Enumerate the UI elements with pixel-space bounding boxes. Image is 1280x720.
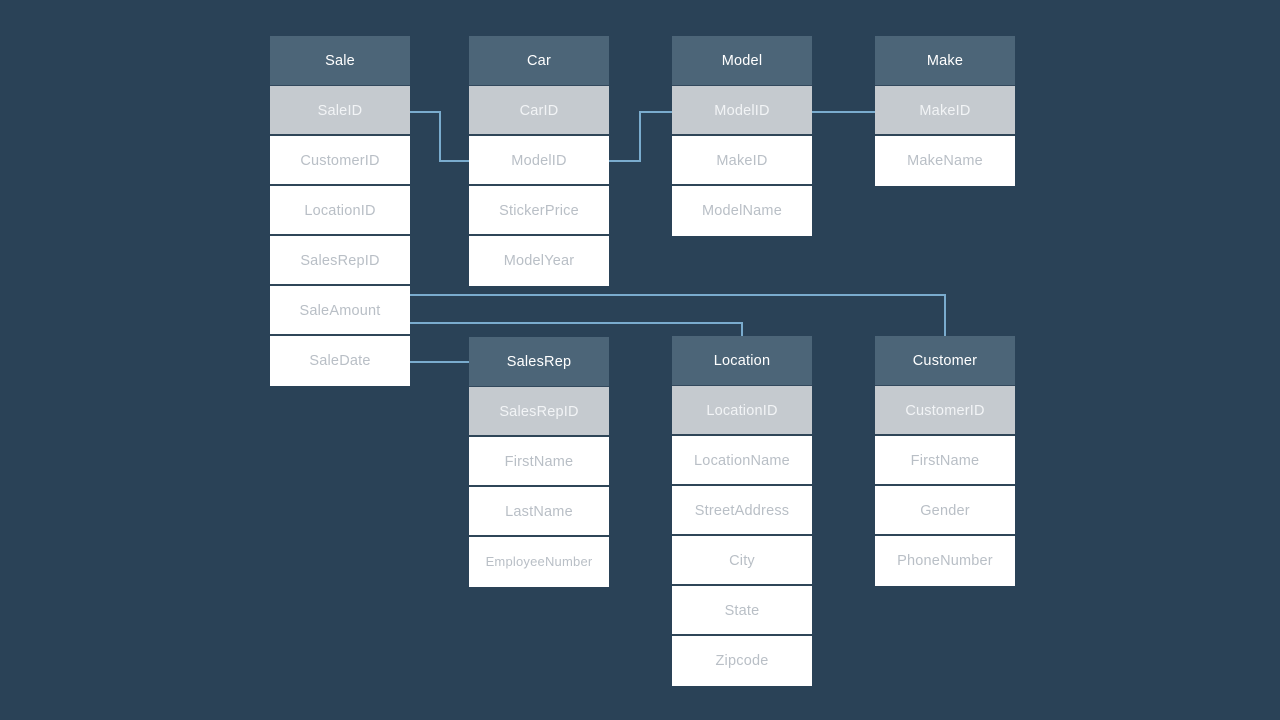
entity-table-title-salesrep: SalesRep: [469, 337, 609, 387]
column-row-location-state[interactable]: State: [672, 586, 812, 636]
column-row-car-carid[interactable]: CarID: [469, 86, 609, 136]
relationship-line-sale-location: [410, 322, 743, 336]
entity-table-title-location: Location: [672, 336, 812, 386]
column-row-sale-locationid[interactable]: LocationID: [270, 186, 410, 236]
column-row-car-stickerprice[interactable]: StickerPrice: [469, 186, 609, 236]
relationship-line-sale-car: [410, 111, 469, 162]
column-row-make-makename[interactable]: MakeName: [875, 136, 1015, 186]
column-row-model-makeid[interactable]: MakeID: [672, 136, 812, 186]
entity-table-title-sale: Sale: [270, 36, 410, 86]
column-row-sale-saledate[interactable]: SaleDate: [270, 336, 410, 386]
column-row-location-city[interactable]: City: [672, 536, 812, 586]
column-row-location-zipcode[interactable]: Zipcode: [672, 636, 812, 686]
column-row-make-makeid[interactable]: MakeID: [875, 86, 1015, 136]
column-row-customer-firstname[interactable]: FirstName: [875, 436, 1015, 486]
column-row-salesrep-employeenumber[interactable]: EmployeeNumber: [469, 537, 609, 587]
column-row-model-modelid[interactable]: ModelID: [672, 86, 812, 136]
column-row-car-modelid[interactable]: ModelID: [469, 136, 609, 186]
relationship-line-sale-customer: [410, 294, 946, 336]
entity-table-title-car: Car: [469, 36, 609, 86]
column-row-sale-salesrepid[interactable]: SalesRepID: [270, 236, 410, 286]
entity-table-title-make: Make: [875, 36, 1015, 86]
column-row-model-modelname[interactable]: ModelName: [672, 186, 812, 236]
column-row-location-streetaddress[interactable]: StreetAddress: [672, 486, 812, 536]
column-row-salesrep-salesrepid[interactable]: SalesRepID: [469, 387, 609, 437]
column-row-customer-phonenumber[interactable]: PhoneNumber: [875, 536, 1015, 586]
column-row-sale-saleid[interactable]: SaleID: [270, 86, 410, 136]
column-row-location-locationid[interactable]: LocationID: [672, 386, 812, 436]
column-row-sale-saleamount[interactable]: SaleAmount: [270, 286, 410, 336]
column-row-customer-gender[interactable]: Gender: [875, 486, 1015, 536]
column-row-salesrep-lastname[interactable]: LastName: [469, 487, 609, 537]
column-row-customer-customerid[interactable]: CustomerID: [875, 386, 1015, 436]
column-row-car-modelyear[interactable]: ModelYear: [469, 236, 609, 286]
entity-table-title-model: Model: [672, 36, 812, 86]
column-row-sale-customerid[interactable]: CustomerID: [270, 136, 410, 186]
relationship-line-car-model: [609, 111, 672, 162]
entity-table-title-customer: Customer: [875, 336, 1015, 386]
column-row-location-locationname[interactable]: LocationName: [672, 436, 812, 486]
column-row-salesrep-firstname[interactable]: FirstName: [469, 437, 609, 487]
